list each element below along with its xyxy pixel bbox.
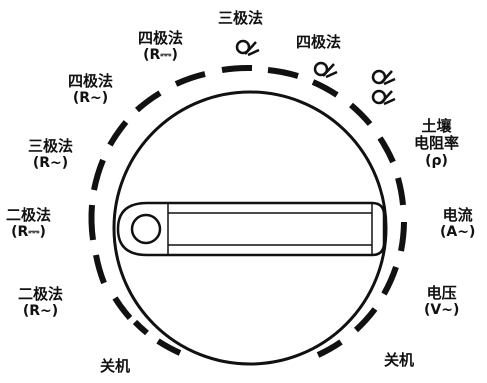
label-text: 三极法 bbox=[28, 137, 74, 155]
label-subtext: (V~) bbox=[424, 302, 460, 319]
tick-mark bbox=[311, 79, 339, 98]
tick-mark bbox=[107, 120, 129, 147]
label-text: 电阻率 bbox=[414, 134, 460, 153]
label-subtext: (R⎓) bbox=[11, 224, 46, 241]
tick-mark bbox=[88, 204, 96, 241]
single-clamp-icon bbox=[235, 39, 260, 57]
label-subtext: (R⎓) bbox=[143, 47, 178, 64]
tick-mark bbox=[221, 64, 253, 73]
label-off-right: 关机 bbox=[384, 351, 415, 369]
rotary-knob[interactable] bbox=[112, 90, 388, 366]
label-text: 关机 bbox=[384, 351, 415, 369]
label-two-pole-ac: 二极法 (R~) bbox=[18, 285, 64, 320]
double-clamp-icon bbox=[371, 69, 396, 106]
label-text: 二极法 bbox=[6, 206, 52, 224]
label-four-pole-dc: 四极法 (R⎓) bbox=[138, 29, 184, 64]
tick-mark bbox=[395, 177, 406, 206]
tick-mark bbox=[377, 136, 396, 164]
tick-mark bbox=[91, 158, 106, 191]
label-subtext: (ρ) bbox=[425, 152, 448, 169]
tick-mark bbox=[174, 71, 206, 87]
label-subtext: (R~) bbox=[32, 155, 69, 172]
tick-mark bbox=[316, 339, 343, 358]
label-text: 三极法 bbox=[218, 9, 264, 27]
label-four-pole-ac: 四极法 (R~) bbox=[68, 72, 114, 107]
single-clamp-icon bbox=[313, 61, 338, 79]
tick-mark bbox=[93, 254, 107, 285]
label-four-pole-clamp: 四极法 bbox=[296, 33, 342, 51]
label-two-pole-dc: 二极法 (R⎓) bbox=[6, 206, 52, 241]
tick-mark bbox=[381, 266, 399, 296]
tick-mark bbox=[135, 90, 162, 113]
label-soil-resistivity: 土壤 电阻率 (ρ) bbox=[414, 117, 460, 169]
label-voltage-ac: 电压 (V~) bbox=[424, 284, 460, 319]
label-current-ac: 电流 (A~) bbox=[440, 206, 476, 241]
label-off-left: 关机 bbox=[100, 357, 131, 375]
label-text: 土壤 bbox=[421, 117, 452, 135]
tick-mark bbox=[112, 296, 133, 320]
label-subtext: (A~) bbox=[440, 224, 476, 241]
label-text: 关机 bbox=[100, 357, 131, 375]
label-subtext: (R~) bbox=[22, 303, 59, 320]
tick-mark bbox=[267, 67, 299, 79]
dial-tick-marks bbox=[88, 64, 407, 358]
label-text: 四极法 bbox=[68, 72, 114, 90]
label-subtext: (R~) bbox=[72, 90, 109, 107]
tick-mark bbox=[156, 338, 182, 356]
label-text: 电压 bbox=[426, 284, 457, 302]
label-three-pole-clamp: 三极法 bbox=[218, 9, 264, 27]
label-text: 电流 bbox=[442, 206, 473, 224]
label-text: 四极法 bbox=[296, 33, 342, 51]
tick-mark bbox=[398, 221, 407, 252]
tick-mark bbox=[349, 102, 373, 126]
tick-mark bbox=[132, 319, 149, 336]
label-three-pole-ac: 三极法 (R~) bbox=[28, 137, 74, 172]
tick-mark bbox=[353, 307, 378, 333]
label-text: 四极法 bbox=[138, 29, 184, 47]
label-text: 二极法 bbox=[18, 285, 64, 303]
